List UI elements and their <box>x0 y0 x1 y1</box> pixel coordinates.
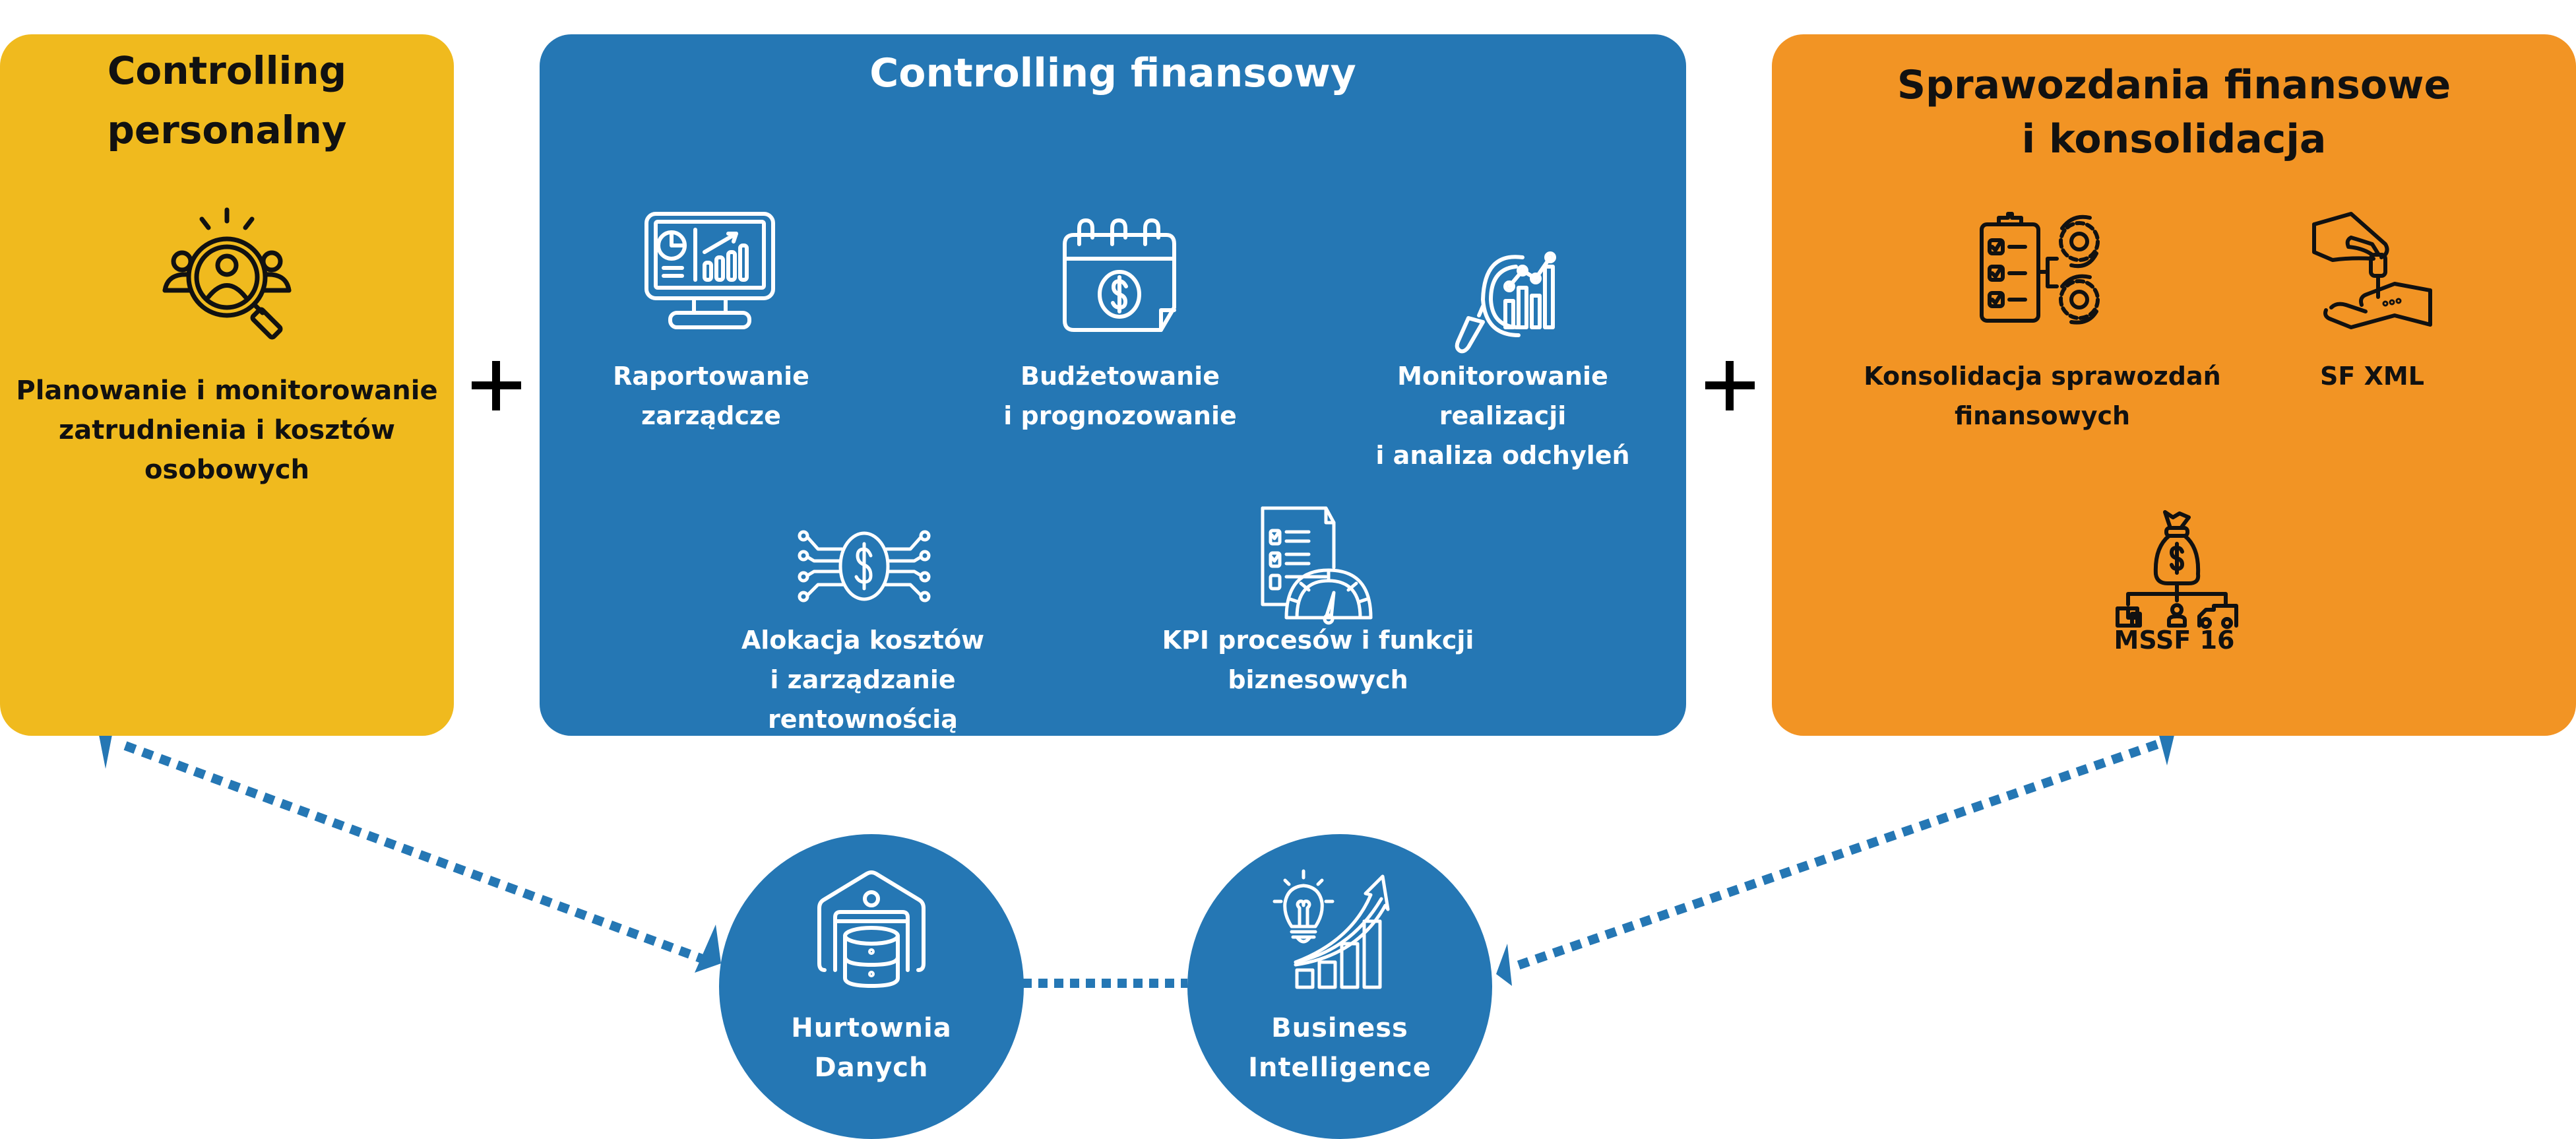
item-label: Alokacja kosztów i zarządzanie rentownoś… <box>672 620 1054 739</box>
panel-financial-reporting: Sprawozdania finansowe i konsolidacja Ko… <box>1772 34 2576 736</box>
title-line: Controlling <box>107 48 347 93</box>
panel-personal-controlling: Controlling personalny Planowanie i moni… <box>0 34 454 736</box>
title-line: Sprawozdania finansowe <box>1897 62 2451 108</box>
checklist-gauge-icon <box>1260 505 1379 626</box>
label-line: Hurtownia <box>791 1013 952 1043</box>
label-line: i prognozowanie <box>1003 401 1237 430</box>
item-label: Konsolidacja sprawozdań finansowych <box>1838 356 2247 436</box>
plus-operator <box>472 361 521 410</box>
lightbulb-growth-icon <box>1272 868 1404 990</box>
label-line: Monitorowanie realizacji <box>1397 362 1608 430</box>
item-label: MSSF 16 <box>2114 626 2235 655</box>
label-line: Planowanie i monitorowanie <box>16 375 438 406</box>
item-label-personal: Planowanie i monitorowanie zatrudnienia … <box>0 371 454 490</box>
hub-data-warehouse: Hurtownia Danych <box>719 834 1024 1139</box>
item-label: Raportowanie zarządcze <box>553 356 869 436</box>
hub-business-intelligence: Business Intelligence <box>1187 834 1492 1139</box>
label-line: Business <box>1271 1013 1408 1043</box>
item-label: SF XML <box>2320 362 2424 391</box>
label-line: Intelligence <box>1248 1053 1431 1083</box>
arrowhead-down-left <box>1496 944 1512 986</box>
hub-label: Business Intelligence <box>1187 1008 1492 1088</box>
title-line: personalny <box>107 108 347 152</box>
item-label: Budżetowanie i prognozowanie <box>962 356 1278 436</box>
item-label: Monitorowanie realizacji i analiza odchy… <box>1331 356 1674 475</box>
label-line: KPI procesów i funkcji <box>1162 626 1474 655</box>
label-line: finansowych <box>1954 401 2131 430</box>
label-line: biznesowych <box>1228 665 1408 694</box>
panel-title: Sprawozdania finansowe i konsolidacja <box>1772 58 2576 166</box>
label-line: Alokacja kosztów <box>741 626 985 655</box>
label-line: Danych <box>814 1053 929 1083</box>
label-line: zarządcze <box>641 401 781 430</box>
panel-title: Controlling finansowy <box>869 50 1356 96</box>
warehouse-database-icon <box>817 870 926 990</box>
moneybag-hierarchy-icon <box>2115 508 2240 629</box>
clipboard-gears-icon <box>1979 211 2111 325</box>
label-line: Konsolidacja sprawozdań <box>1864 362 2221 391</box>
label-line: osobowych <box>144 455 310 485</box>
arrowhead-down-right <box>695 925 721 973</box>
people-search-icon <box>161 205 293 340</box>
arrow-reporting-to-bi <box>1496 723 2174 986</box>
arrow-personal-to-warehouse <box>99 728 721 973</box>
label-line: i zarządzanie rentownością <box>768 665 958 734</box>
label-line: Budżetowanie <box>1021 362 1220 391</box>
item-label: KPI procesów i funkcji biznesowych <box>1133 620 1503 700</box>
panel-financial-controlling: Controlling finansowy Raportowanie zarzą… <box>540 34 1686 736</box>
plus-operator <box>1705 361 1755 410</box>
hand-key-icon <box>2311 211 2437 330</box>
label-line: i analiza odchyleń <box>1375 441 1630 470</box>
label-line: zatrudnienia i kosztów <box>59 415 395 445</box>
hub-label: Hurtownia Danych <box>719 1008 1024 1088</box>
calendar-dollar-icon <box>1061 216 1179 332</box>
label-line: Raportowanie <box>613 362 809 391</box>
dollar-network-icon <box>798 529 931 603</box>
title-line: i konsolidacja <box>2021 116 2327 162</box>
monitor-dashboard-icon <box>644 211 776 330</box>
magnifier-chart-icon <box>1445 243 1577 358</box>
panel-title: Controlling personalny <box>0 41 454 160</box>
